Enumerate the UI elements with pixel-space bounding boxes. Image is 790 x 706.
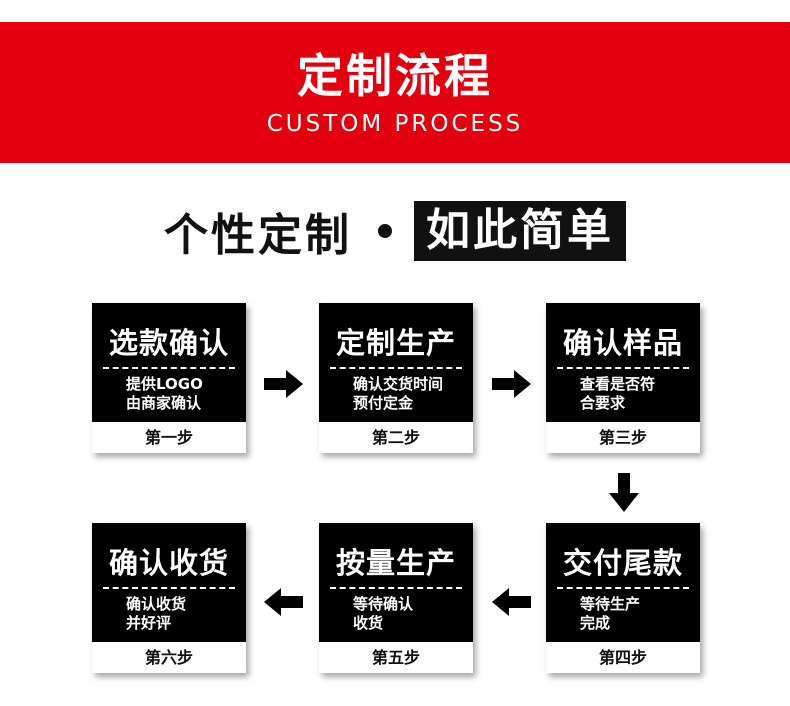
step-number-label: 第四步	[546, 642, 700, 673]
step-number-label: 第五步	[319, 642, 473, 673]
step-desc-line: 由商家确认	[126, 394, 202, 412]
step-description: 等待确认 收货	[353, 595, 469, 633]
step-desc-line: 查看是否符	[580, 375, 656, 393]
slogan-left-text: 个性定制	[164, 210, 352, 261]
step-desc-line: 提供LOGO	[126, 375, 203, 393]
step-desc-line: 收货	[353, 614, 384, 632]
arrow-down-icon	[609, 473, 639, 512]
step-card-1: 选款确认 提供LOGO 由商家确认 第一步	[92, 303, 246, 453]
step-number-label: 第三步	[546, 422, 700, 453]
step-card-5: 按量生产 等待确认 收货 第五步	[319, 523, 473, 673]
header-banner: 定制流程 CUSTOM PROCESS	[0, 22, 790, 163]
slogan-right-text: 如此简单	[414, 201, 626, 261]
bullet-dot-icon	[378, 224, 392, 238]
step-title: 交付尾款	[562, 546, 683, 580]
step-desc-line: 合要求	[580, 394, 626, 412]
step-card-6: 确认收货 确认收货 并好评 第六步	[92, 523, 246, 673]
step-card-body: 按量生产 等待确认 收货	[319, 523, 473, 642]
dashed-divider	[557, 587, 689, 589]
step-number-label: 第六步	[92, 642, 246, 673]
arrow-right-icon	[492, 370, 531, 398]
arrow-right-icon	[264, 370, 303, 398]
step-description: 确认收货 并好评	[126, 595, 242, 633]
dashed-divider	[103, 367, 235, 369]
step-description: 等待生产 完成	[580, 595, 696, 633]
step-card-4: 交付尾款 等待生产 完成 第四步	[546, 523, 700, 673]
step-card-body: 交付尾款 等待生产 完成	[546, 523, 700, 642]
step-description: 查看是否符 合要求	[580, 375, 696, 413]
step-desc-line: 等待确认	[353, 595, 414, 613]
step-card-body: 定制生产 确认交货时间 预付定金	[319, 303, 473, 422]
step-title: 确认样品	[562, 326, 683, 360]
arrow-left-icon	[492, 588, 531, 616]
step-number-label: 第一步	[92, 422, 246, 453]
step-card-3: 确认样品 查看是否符 合要求 第三步	[546, 303, 700, 453]
step-card-body: 选款确认 提供LOGO 由商家确认	[92, 303, 246, 422]
banner-subtitle: CUSTOM PROCESS	[266, 111, 524, 137]
step-title: 定制生产	[335, 326, 456, 360]
step-desc-line: 确认交货时间	[353, 375, 444, 393]
step-description: 确认交货时间 预付定金	[353, 375, 469, 413]
step-card-body: 确认收货 确认收货 并好评	[92, 523, 246, 642]
slogan: 个性定制 如此简单	[0, 200, 790, 262]
banner-title: 定制流程	[297, 49, 493, 103]
step-desc-line: 预付定金	[353, 394, 414, 412]
dashed-divider	[330, 587, 462, 589]
step-title: 按量生产	[335, 546, 456, 580]
step-desc-line: 确认收货	[126, 595, 187, 613]
step-description: 提供LOGO 由商家确认	[126, 375, 242, 413]
arrow-left-icon	[264, 588, 303, 616]
dashed-divider	[557, 367, 689, 369]
step-card-2: 定制生产 确认交货时间 预付定金 第二步	[319, 303, 473, 453]
step-desc-line: 完成	[580, 614, 611, 632]
step-title: 选款确认	[108, 326, 229, 360]
step-number-label: 第二步	[319, 422, 473, 453]
step-desc-line: 并好评	[126, 614, 172, 632]
dashed-divider	[103, 587, 235, 589]
dashed-divider	[330, 367, 462, 369]
step-desc-line: 等待生产	[580, 595, 641, 613]
step-title: 确认收货	[108, 546, 229, 580]
step-card-body: 确认样品 查看是否符 合要求	[546, 303, 700, 422]
